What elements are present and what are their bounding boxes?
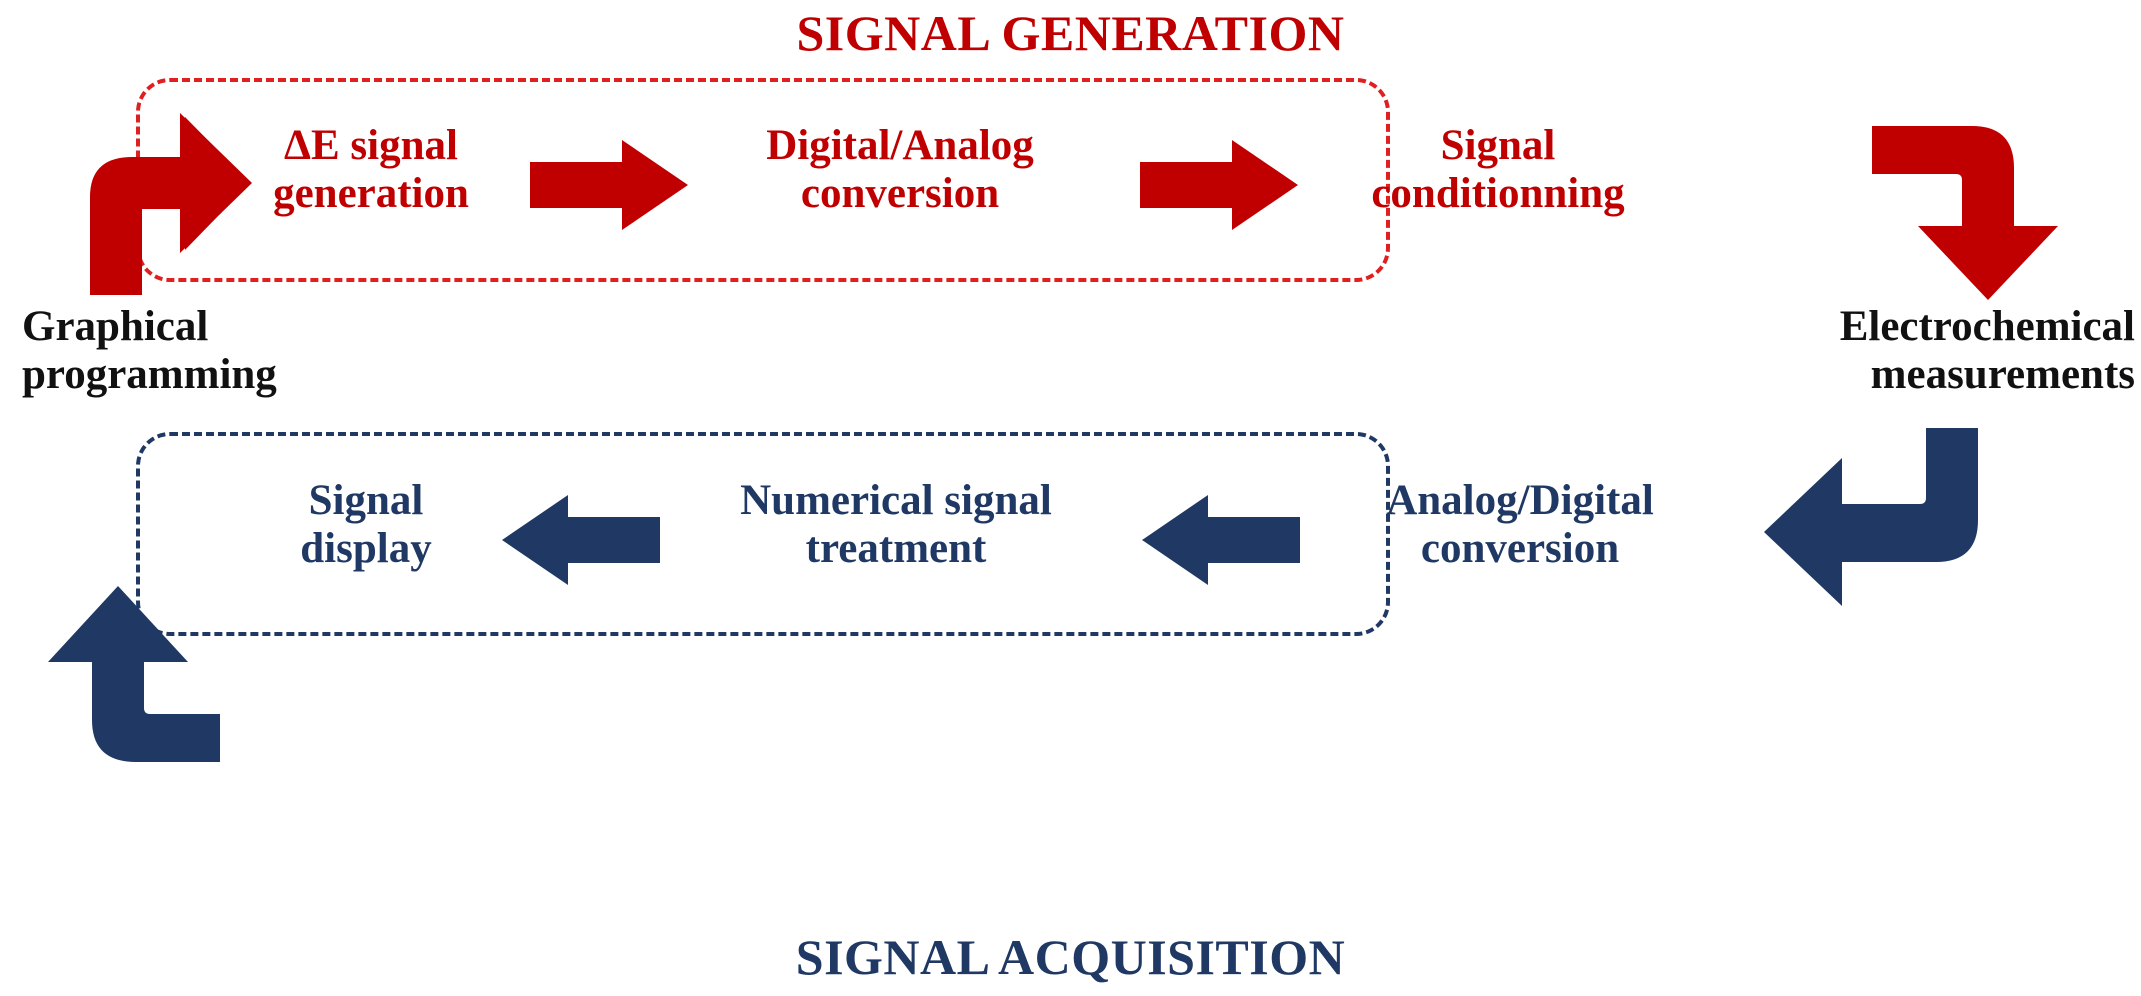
elbow-down-left-arrow-icon — [1730, 420, 1990, 620]
arrow-right-icon-1 — [530, 140, 690, 230]
signal-acquisition-title: SIGNAL ACQUISITION — [795, 929, 1346, 985]
signal-acquisition-dashed-box — [136, 432, 1390, 636]
node-analog-digital-conversion: Analog/Digital conversion — [1386, 477, 1654, 573]
node-signal-conditionning: Signal conditionning — [1371, 122, 1625, 218]
signal-generation-title: SIGNAL GENERATION — [796, 5, 1345, 61]
label-graphical-programming: Graphical programming — [22, 303, 277, 399]
arrow-left-icon-2 — [1140, 495, 1300, 585]
elbow-right-down-arrow-icon — [1872, 118, 2072, 308]
node-numerical-signal-treatment: Numerical signal treatment — [740, 477, 1052, 573]
elbow-left-up-arrow-icon — [40, 570, 240, 770]
node-de-signal-generation: ΔE signal generation — [273, 122, 469, 218]
node-digital-analog-conversion: Digital/Analog conversion — [766, 122, 1034, 218]
label-electrochemical-measurements: Electrochemical measurements — [1839, 303, 2135, 399]
node-signal-display: Signal display — [300, 477, 432, 573]
elbow-up-right-arrow-icon — [40, 105, 260, 295]
arrow-left-icon-1 — [500, 495, 660, 585]
arrow-right-icon-2 — [1140, 140, 1300, 230]
